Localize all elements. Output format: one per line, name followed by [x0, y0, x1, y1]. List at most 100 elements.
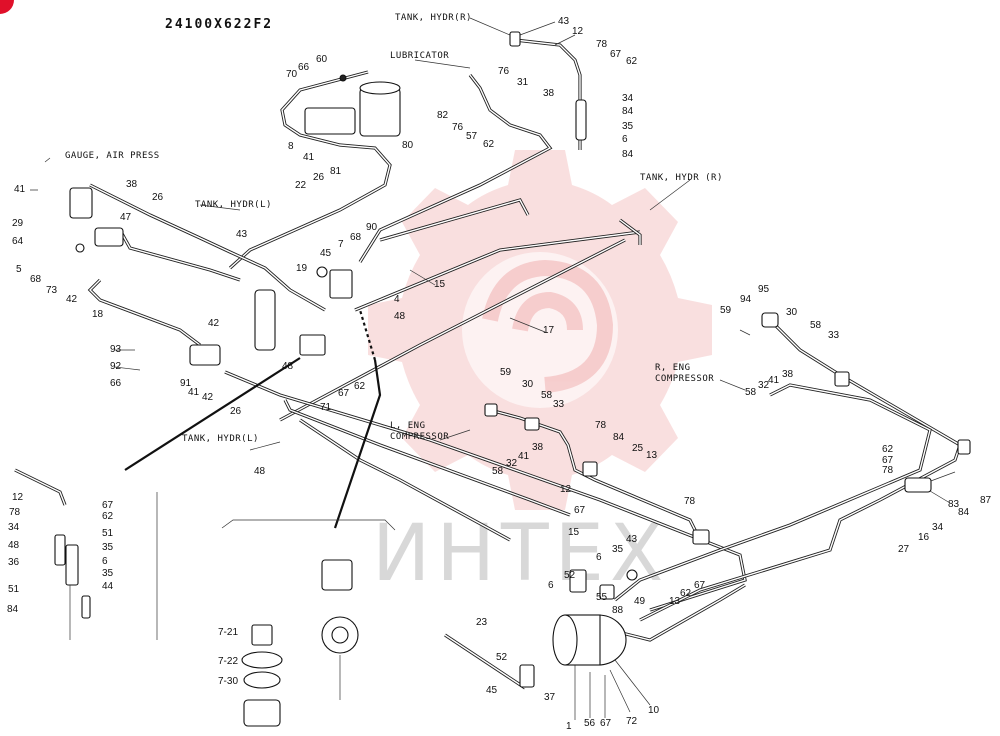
- caption-gauge-air-press: GAUGE, AIR PRESS: [65, 151, 160, 161]
- part-label: 94: [740, 294, 752, 305]
- caption-tank-hydr-r-right: TANK, HYDR (R): [640, 173, 723, 183]
- part-label: 13: [669, 596, 681, 607]
- part-label: 35: [102, 568, 114, 579]
- part-label: 48: [282, 361, 294, 372]
- part-label: 7-21: [218, 627, 238, 638]
- part-label: 67: [102, 500, 114, 511]
- part-label: 30: [786, 307, 798, 318]
- part-label: 84: [613, 432, 625, 443]
- part-label: 38: [532, 442, 544, 453]
- part-label: 67: [574, 505, 586, 516]
- components: [54, 31, 971, 727]
- part-label: 81: [330, 166, 342, 177]
- part-label: 41: [768, 375, 780, 386]
- part-label: 67: [338, 388, 350, 399]
- part-label: 32: [758, 380, 770, 391]
- part-label: 78: [684, 496, 696, 507]
- part-label: 78: [595, 420, 607, 431]
- part-label: 15: [568, 527, 580, 538]
- part-label: 48: [8, 540, 20, 551]
- part-label: 26: [152, 192, 164, 203]
- part-label: 91: [180, 378, 192, 389]
- part-label: 84: [7, 604, 19, 615]
- part-label: 56: [584, 718, 596, 729]
- part-label: 76: [498, 66, 510, 77]
- part-label: 93: [110, 344, 122, 355]
- part-label: 48: [254, 466, 266, 477]
- part-label: 33: [828, 330, 840, 341]
- part-label: 41: [14, 184, 26, 195]
- part-label: 58: [492, 466, 504, 477]
- part-label: 76: [452, 122, 464, 133]
- watermark-swirl-icon: [482, 259, 614, 393]
- part-label: 92: [110, 361, 122, 372]
- part-label: 52: [564, 570, 576, 581]
- part-label: 62: [354, 381, 366, 392]
- part-label: 95: [758, 284, 770, 295]
- part-label: 42: [202, 392, 214, 403]
- part-label: 68: [350, 232, 362, 243]
- part-label: 16: [918, 532, 930, 543]
- part-label: 67: [610, 49, 622, 60]
- part-label: 18: [92, 309, 104, 320]
- part-label: 59: [500, 367, 512, 378]
- part-label: 36: [8, 557, 20, 568]
- part-label: 51: [102, 528, 114, 539]
- part-label: 62: [680, 588, 692, 599]
- part-label: 38: [782, 369, 794, 380]
- part-label: 68: [30, 274, 42, 285]
- diagram-title: 24100X622F2: [165, 17, 273, 32]
- part-label: 80: [402, 140, 414, 151]
- part-label: 37: [544, 692, 556, 703]
- part-label: 82: [437, 110, 449, 121]
- part-label: 7: [338, 239, 344, 250]
- part-label: 38: [126, 179, 138, 190]
- part-label: 67: [882, 455, 894, 466]
- part-label: 19: [296, 263, 308, 274]
- part-label: 12: [572, 26, 584, 37]
- part-label: 32: [506, 458, 518, 469]
- part-label: 1: [566, 721, 572, 732]
- part-label: 26: [313, 172, 325, 183]
- part-label: 55: [596, 592, 608, 603]
- part-label: 27: [898, 544, 910, 555]
- part-label: 62: [483, 139, 495, 150]
- part-label: 78: [9, 507, 21, 518]
- part-label: 42: [66, 294, 78, 305]
- part-label: 84: [958, 507, 970, 518]
- part-label: 70: [286, 69, 298, 80]
- part-label: 60: [316, 54, 328, 65]
- part-label: 35: [102, 542, 114, 553]
- part-label: 59: [720, 305, 732, 316]
- part-label: 6: [622, 134, 628, 145]
- part-label: 33: [553, 399, 565, 410]
- part-label: 64: [12, 236, 24, 247]
- part-label: 25: [632, 443, 644, 454]
- part-label: 58: [810, 320, 822, 331]
- part-label: 10: [648, 705, 660, 716]
- part-label: 34: [932, 522, 944, 533]
- part-label: 90: [366, 222, 378, 233]
- part-label: 47: [120, 212, 132, 223]
- pipework: [14, 38, 962, 690]
- part-label: 58: [745, 387, 757, 398]
- part-label: 83: [948, 499, 960, 510]
- part-label: 72: [626, 716, 638, 727]
- part-label: 57: [466, 131, 478, 142]
- part-label: 43: [558, 16, 570, 27]
- part-label: 35: [622, 121, 634, 132]
- part-label: 7-22: [218, 656, 238, 667]
- part-label: 12: [12, 492, 24, 503]
- caption-tank-hydr-l-lower: TANK, HYDR(L): [182, 434, 259, 444]
- part-label: 48: [394, 311, 406, 322]
- part-label: 45: [320, 248, 332, 259]
- part-label: 78: [882, 465, 894, 476]
- watermark-text: ИНТЕХ: [372, 509, 669, 599]
- part-label: 6: [102, 556, 108, 567]
- part-label: 34: [8, 522, 20, 533]
- part-label: 84: [622, 106, 634, 117]
- part-label: 78: [596, 39, 608, 50]
- part-label: 58: [541, 390, 553, 401]
